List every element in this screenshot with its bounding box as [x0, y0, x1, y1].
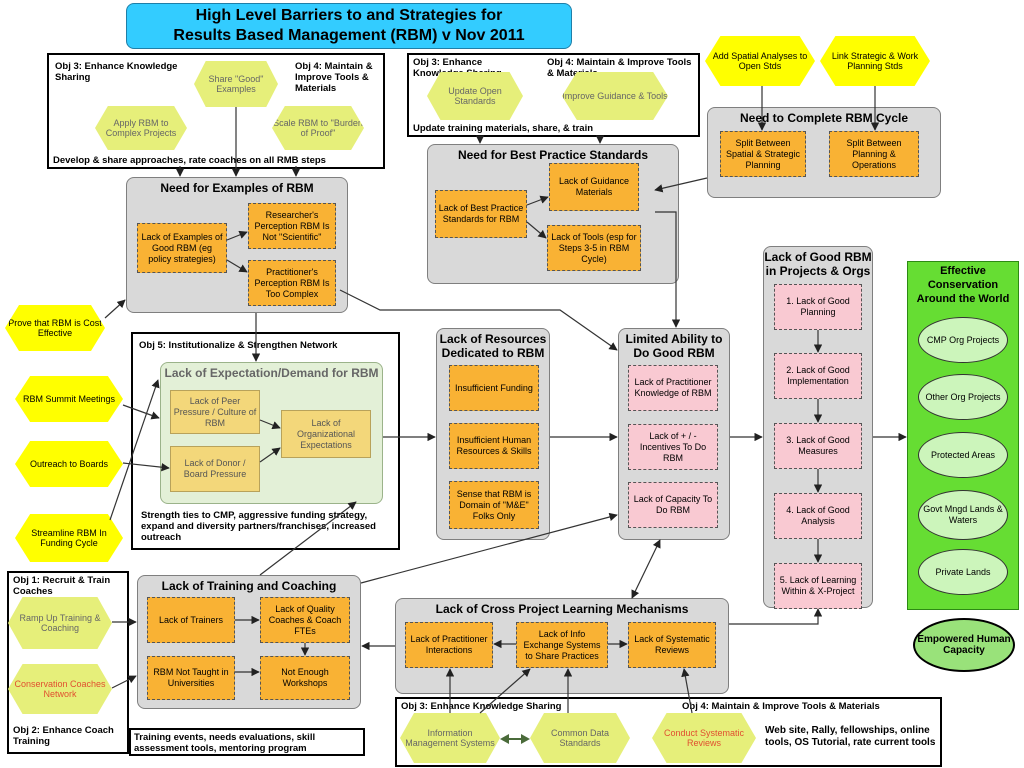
training-footer: Training events, needs evaluations, skil… [134, 732, 316, 754]
oval-other-org-projects: Other Org Projects [918, 374, 1008, 420]
obj4-label: Obj 4: Maintain & Improve Tools & Materi… [682, 701, 880, 712]
box-domain-me: Sense that RBM is Domain of "M&E" Folks … [449, 481, 539, 529]
group-title: Need for Examples of RBM [160, 181, 314, 195]
hex-rbm-summit: RBM Summit Meetings [15, 376, 123, 422]
obj5-label: Obj 5: Institutionalize & Strengthen Net… [139, 340, 338, 351]
oval-empowered-capacity: Empowered Human Capacity [913, 618, 1015, 672]
obj1-label: Obj 1: Recruit & Train Coaches [13, 575, 111, 597]
box-lack-practitioner-knowledge: Lack of Practitioner Knowledge of RBM [628, 365, 718, 411]
box-insufficient-funding: Insufficient Funding [449, 365, 539, 411]
box-researcher-perception: Researcher's Perception RBM Is Not "Scie… [248, 203, 336, 249]
title-line-1: Limited Ability to [625, 332, 723, 346]
box-lack-best-practice: Lack of Best Practice Standards for RBM [435, 190, 527, 238]
hex-prove-cost-effective: Prove that RBM is Cost Effective [5, 305, 105, 351]
obj-box-training-footer: Training events, needs evaluations, skil… [129, 728, 365, 756]
box-not-enough-workshops: Not Enough Workshops [260, 656, 350, 700]
hex-info-management: Information Management Systems [400, 713, 500, 763]
obj-footer: Web site, Rally, fellowships, online too… [765, 725, 936, 748]
hex-ramp-up-training: Ramp Up Training & Coaching [8, 597, 112, 649]
diagram-title: High Level Barriers to and Strategies fo… [126, 3, 572, 49]
box-lack-trainers: Lack of Trainers [147, 597, 235, 643]
group-title: Limited Ability to Do Good RBM [619, 332, 729, 360]
title-line-2: Dedicated to RBM [441, 346, 545, 360]
hex-improve-guidance: Improve Guidance & Tools [562, 72, 668, 120]
obj-box-obj1-2: Obj 1: Recruit & Train Coaches Obj 2: En… [7, 571, 129, 754]
hex-link-strategic-planning: Link Strategic & Work Planning Stds [820, 36, 930, 86]
title-line-1: Lack of Good RBM [764, 250, 872, 264]
hex-conduct-reviews: Conduct Systematic Reviews [652, 713, 756, 763]
obj4-label: Obj 4: Maintain & Improve Tools & Materi… [295, 61, 373, 94]
hex-apply-rbm-complex: Apply RBM to Complex Projects [95, 106, 187, 150]
title-line-2: in Projects & Orgs [765, 264, 871, 278]
title-line-1: Effective [940, 265, 986, 277]
obj4-label: Obj 4: Maintain & Improve Tools & Materi… [547, 57, 692, 79]
box-step4-analysis: 4. Lack of Good Analysis [774, 493, 862, 539]
box-lack-interactions: Lack of Practitioner Interactions [405, 622, 493, 668]
box-lack-guidance: Lack of Guidance Materials [549, 163, 639, 211]
group-title: Lack of Cross Project Learning Mechanism… [435, 602, 689, 616]
panel-title: Effective Conservation Around the World [908, 264, 1018, 306]
oval-cmp-org-projects: CMP Org Projects [918, 317, 1008, 363]
box-lack-tools: Lack of Tools (esp for Steps 3-5 in RBM … [547, 225, 641, 271]
box-lack-examples: Lack of Examples of Good RBM (eg policy … [137, 223, 227, 273]
box-lack-peer-pressure: Lack of Peer Pressure / Culture of RBM [170, 390, 260, 434]
box-practitioner-perception: Practitioner's Perception RBM Is Too Com… [248, 260, 336, 306]
oval-private-lands: Private Lands [918, 549, 1008, 595]
title-line-1: Lack of Resources [439, 332, 547, 346]
hex-add-spatial-analyses: Add Spatial Analyses to Open Stds [705, 36, 815, 86]
box-lack-quality-coaches: Lack of Quality Coaches & Coach FTEs [260, 597, 350, 643]
oval-govt-lands: Govt Mngd Lands & Waters [918, 490, 1008, 540]
box-lack-donor-pressure: Lack of Donor / Board Pressure [170, 446, 260, 492]
hex-common-data-standards: Common Data Standards [530, 713, 630, 763]
group-title: Lack of Resources Dedicated to RBM [437, 332, 549, 360]
oval-protected-areas: Protected Areas [918, 432, 1008, 478]
hex-scale-rbm: Scale RBM to "Burden of Proof" [272, 106, 364, 150]
group-title: Lack of Training and Coaching [161, 579, 337, 593]
obj3-label: Obj 3: Enhance Knowledge Sharing [401, 701, 562, 712]
group-title: Need to Complete RBM Cycle [739, 111, 909, 125]
title-line-2: Conservation [927, 279, 999, 291]
hex-outreach-boards: Outreach to Boards [15, 441, 123, 487]
title-line-2: Results Based Management (RBM) v Nov 201… [173, 27, 525, 44]
hex-conservation-coaches: Conservation Coaches Network [8, 664, 112, 714]
title-line-2: Do Good RBM [633, 346, 715, 360]
box-lack-info-exchange: Lack of Info Exchange Systems to Share P… [516, 622, 608, 668]
box-lack-incentives: Lack of + / - Incentives To Do RBM [628, 424, 718, 470]
box-insufficient-human: Insufficient Human Resources & Skills [449, 423, 539, 469]
box-lack-systematic-reviews: Lack of Systematic Reviews [628, 622, 716, 668]
obj3-label: Obj 3: Enhance Knowledge Sharing [55, 61, 178, 83]
obj-footer: Update training materials, share, & trai… [413, 123, 594, 134]
hex-update-open-standards: Update Open Standards [427, 72, 523, 120]
box-step2-implementation: 2. Lack of Good Implementation [774, 353, 862, 399]
group-title: Need for Best Practice Standards [457, 148, 649, 162]
hex-streamline-funding: Streamline RBM In Funding Cycle [15, 514, 123, 562]
box-step5-learning: 5. Lack of Learning Within & X-Project [774, 563, 862, 609]
box-lack-capacity: Lack of Capacity To Do RBM [628, 482, 718, 528]
title-line-3: Around the World [916, 293, 1010, 305]
box-step1-planning: 1. Lack of Good Planning [774, 284, 862, 330]
group-title: Lack of Good RBM in Projects & Orgs [764, 250, 872, 278]
hex-share-good-examples: Share "Good" Examples [194, 61, 278, 107]
obj-footer: Develop & share approaches, rate coaches… [53, 155, 326, 166]
box-lack-org-expectations: Lack of Organizational Expectations [281, 410, 371, 458]
box-step3-measures: 3. Lack of Good Measures [774, 423, 862, 469]
obj2-label: Obj 2: Enhance Coach Training [13, 725, 114, 747]
obj5-footer: Strength ties to CMP, aggressive funding… [141, 510, 376, 543]
box-split-spatial-strategic: Split Between Spatial & Strategic Planni… [720, 131, 806, 177]
box-not-taught-universities: RBM Not Taught in Universities [147, 656, 235, 700]
box-split-planning-operations: Split Between Planning & Operations [829, 131, 919, 177]
group-title: Lack of Expectation/Demand for RBM [164, 366, 379, 380]
title-line-1: High Level Barriers to and Strategies fo… [195, 7, 503, 24]
